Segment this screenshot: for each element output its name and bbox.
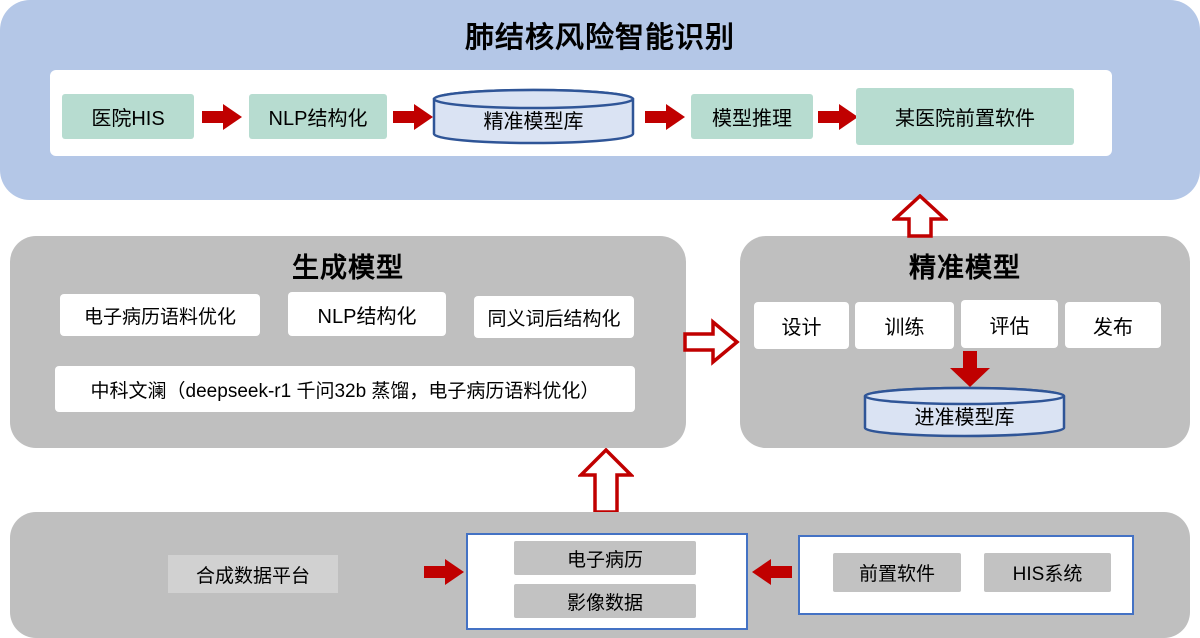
gen-item-nlp-structuring: NLP结构化 bbox=[288, 292, 446, 336]
node-model-inference: 模型推理 bbox=[691, 94, 813, 139]
outlined-right-arrow-icon bbox=[683, 318, 740, 366]
precision-model-title: 精准模型 bbox=[909, 253, 1021, 283]
emr-box: 电子病历 bbox=[514, 541, 696, 575]
cylinder-label: 精准模型库 bbox=[483, 111, 584, 133]
gen-item-synonym-structuring: 同义词后结构化 bbox=[474, 296, 634, 338]
node-hospital-his: 医院HIS bbox=[62, 94, 194, 139]
outlined-up-arrow-icon bbox=[578, 448, 634, 514]
red-arrow-icon bbox=[202, 104, 242, 130]
red-arrow-icon bbox=[424, 559, 464, 585]
gen-item-corpus-optimization: 电子病历语料优化 bbox=[60, 294, 260, 336]
prec-step-publish: 发布 bbox=[1065, 302, 1161, 348]
generation-model-title: 生成模型 bbox=[292, 253, 404, 283]
prec-step-design: 设计 bbox=[754, 302, 849, 349]
top-section-title: 肺结核风险智能识别 bbox=[464, 22, 735, 54]
red-left-arrow-icon bbox=[752, 559, 792, 585]
outlined-up-arrow-icon bbox=[892, 194, 948, 238]
generation-model-section bbox=[10, 236, 686, 448]
gen-item-zhongke-wenlan: 中科文澜（deepseek-r1 千问32b 蒸馏，电子病历语料优化） bbox=[55, 366, 635, 412]
synthetic-data-platform-box: 合成数据平台 bbox=[168, 555, 338, 593]
his-system-box: HIS系统 bbox=[984, 553, 1111, 592]
prec-step-evaluate: 评估 bbox=[961, 300, 1058, 348]
cylinder-icon bbox=[432, 88, 635, 145]
red-down-arrow-icon bbox=[950, 351, 990, 387]
red-arrow-icon bbox=[645, 104, 685, 130]
red-arrow-icon bbox=[818, 104, 858, 130]
red-arrow-icon bbox=[393, 104, 433, 130]
precision-model-db-cylinder: 精准模型库 bbox=[431, 88, 636, 145]
node-hospital-front-software: 某医院前置软件 bbox=[856, 88, 1074, 145]
precision-model-db-cylinder-2: 进准模型库 bbox=[862, 386, 1067, 438]
node-nlp-structuring: NLP结构化 bbox=[249, 94, 387, 139]
prec-step-train: 训练 bbox=[855, 302, 954, 349]
imaging-data-box: 影像数据 bbox=[514, 584, 696, 618]
cylinder-icon bbox=[863, 386, 1066, 438]
cylinder-label: 进准模型库 bbox=[914, 406, 1015, 429]
front-software-box: 前置软件 bbox=[833, 553, 961, 592]
